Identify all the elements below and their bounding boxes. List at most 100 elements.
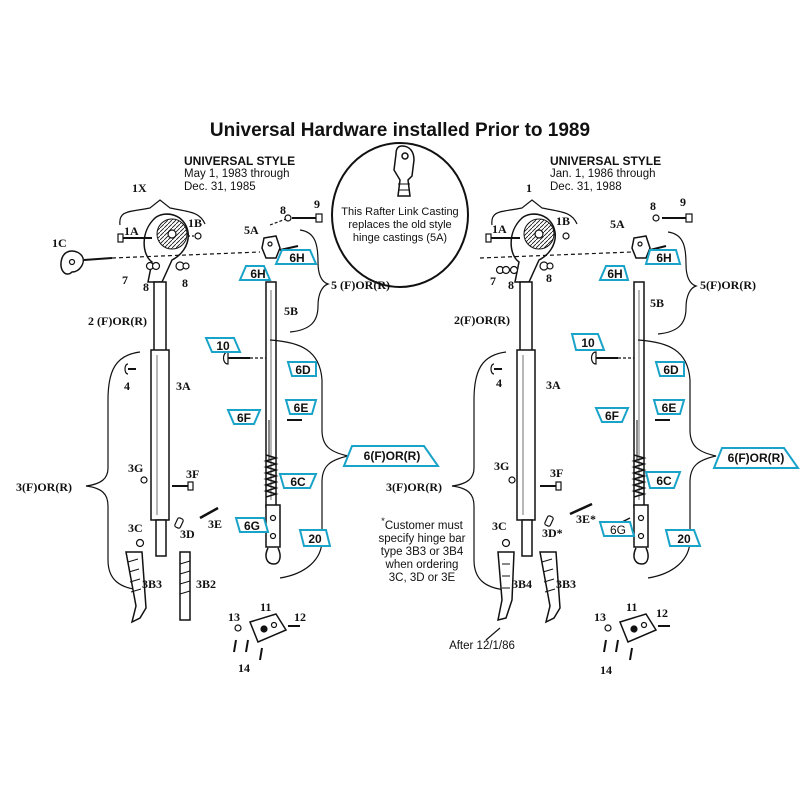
tag-outline-6f — [226, 409, 262, 425]
customer-note-line-2: specify hinge bar — [378, 532, 466, 545]
right-part-14: 14 — [600, 663, 612, 677]
tag-outline-10 — [204, 337, 242, 353]
oval-line-1: This Rafter Link Casting — [341, 206, 459, 218]
left-style-header: UNIVERSAL STYLE May 1, 1983 through Dec.… — [184, 155, 295, 194]
right-part-1b: 1B — [556, 214, 571, 228]
right-part-5: 5(F)OR(R) — [700, 278, 756, 292]
left-tag-6h-b: 6H — [289, 251, 305, 265]
left-tag-6d: 6D — [295, 363, 311, 377]
right-date-line-1: Jan. 1, 1986 through — [550, 168, 656, 180]
tag-outline-6f-r — [594, 407, 630, 423]
right-part-9: 9 — [680, 195, 686, 209]
tag-outline-6g — [234, 517, 270, 533]
right-date-line-2: Dec. 31, 1988 — [550, 181, 622, 193]
left-part-5a: 5A — [244, 223, 259, 237]
left-part-5: 5 (F)OR(R) — [331, 278, 390, 292]
right-part-4: 4 — [496, 376, 502, 390]
oval-caption: This Rafter Link Casting replaces the ol… — [325, 206, 475, 245]
left-part-14: 14 — [238, 661, 250, 675]
left-part-1c: 1C — [52, 236, 67, 250]
left-part-3e: 3E — [208, 517, 223, 531]
tag-outline-6g-r — [598, 521, 636, 537]
left-tag-6f: 6F — [236, 411, 251, 425]
customer-note-line-1: *Customer must — [381, 516, 463, 532]
right-tag-20: 20 — [677, 532, 691, 546]
tag-outline-20-r — [664, 529, 702, 547]
right-part-7: 7 — [490, 274, 496, 288]
right-assembly-label: 1 — [526, 181, 532, 195]
left-part-8a: 8 — [143, 280, 149, 294]
customer-note: *Customer must specify hinge bar type 3B… — [372, 515, 472, 585]
left-part-11: 11 — [260, 600, 272, 614]
right-part-3c: 3C — [492, 519, 507, 533]
tag-outline-20 — [298, 529, 332, 547]
left-part-3c: 3C — [128, 521, 143, 535]
left-part-2: 2 (F)OR(R) — [88, 314, 147, 328]
left-part-3a: 3A — [176, 379, 191, 393]
left-tag-6h-a: 6H — [250, 267, 266, 281]
right-part-3f: 3F — [550, 466, 564, 480]
left-assembly — [60, 199, 349, 661]
right-part-8c: 8 — [650, 199, 656, 213]
tag-outline-6h-b — [274, 249, 318, 265]
left-part-8b: 8 — [182, 276, 188, 290]
customer-note-line-4: when ordering — [385, 558, 459, 571]
tag-outline-6fr — [342, 445, 440, 467]
left-part-1a: 1A — [124, 224, 139, 238]
left-part-3f: 3F — [186, 467, 200, 481]
right-part-8b: 8 — [546, 271, 552, 285]
right-assembly — [451, 199, 717, 661]
oval-line-3: hinge castings (5A) — [352, 232, 448, 244]
rafter-link-casting — [393, 145, 415, 197]
tag-outline-6c-r — [644, 471, 682, 489]
tag-outline-6c — [278, 473, 318, 489]
customer-note-line-3: type 3B3 or 3B4 — [380, 545, 464, 558]
left-tag-6fr: 6(F)OR(R) — [363, 449, 421, 463]
tag-outline-6d-r — [654, 361, 685, 377]
right-part-1a: 1A — [492, 222, 507, 236]
page-title: Universal Hardware installed Prior to 19… — [209, 120, 591, 141]
right-part-12: 12 — [656, 606, 668, 620]
left-part-3: 3(F)OR(R) — [16, 480, 72, 494]
left-tag-6e: 6E — [293, 401, 309, 415]
right-part-3g: 3G — [494, 459, 510, 473]
oval-line-2: replaces the old style — [348, 219, 452, 231]
left-part-8c: 8 — [280, 203, 286, 217]
tag-outline-6h-a-r — [598, 265, 630, 281]
left-assembly-label: 1X — [132, 181, 147, 195]
right-part-3e: 3E* — [576, 512, 597, 526]
tag-outline-10-r — [570, 333, 606, 351]
tag-outline-6e — [284, 399, 318, 415]
right-part-3d: 3D* — [542, 526, 563, 540]
right-tag-10: 10 — [581, 336, 595, 350]
rafter-link-oval — [331, 142, 469, 288]
right-part-5a: 5A — [610, 217, 625, 231]
right-style-header: UNIVERSAL STYLE Jan. 1, 1986 through Dec… — [550, 155, 661, 194]
right-part-5b: 5B — [650, 296, 665, 310]
right-tag-6h-b: 6H — [656, 251, 672, 265]
left-tag-6c: 6C — [290, 475, 306, 489]
right-tag-6fr: 6(F)OR(R) — [727, 451, 785, 465]
left-date-line-1: May 1, 1983 through — [184, 168, 290, 180]
note-asterisk: * — [381, 516, 385, 527]
right-part-3b3: 3B3 — [556, 577, 577, 591]
tag-outline-6h-b-r — [644, 249, 682, 265]
right-style-heading: UNIVERSAL STYLE — [550, 154, 662, 168]
left-part-5b: 5B — [284, 304, 299, 318]
tag-outline-6fr-r — [712, 447, 800, 469]
left-part-3b2: 3B2 — [196, 577, 217, 591]
right-tag-6e: 6E — [661, 401, 677, 415]
right-tag-6f: 6F — [604, 409, 619, 423]
right-part-3a: 3A — [546, 378, 561, 392]
right-part-3: 3(F)OR(R) — [386, 480, 442, 494]
right-tag-6d: 6D — [663, 363, 679, 377]
left-part-9: 9 — [314, 197, 320, 211]
right-part-2: 2(F)OR(R) — [454, 313, 510, 327]
right-after-date: After 12/1/86 — [449, 640, 515, 652]
customer-note-line-5: 3C, 3D or 3E — [388, 571, 456, 584]
tag-outline-6h-a — [238, 265, 272, 281]
right-part-3b4: 3B4 — [512, 577, 533, 591]
left-part-3g: 3G — [128, 461, 144, 475]
